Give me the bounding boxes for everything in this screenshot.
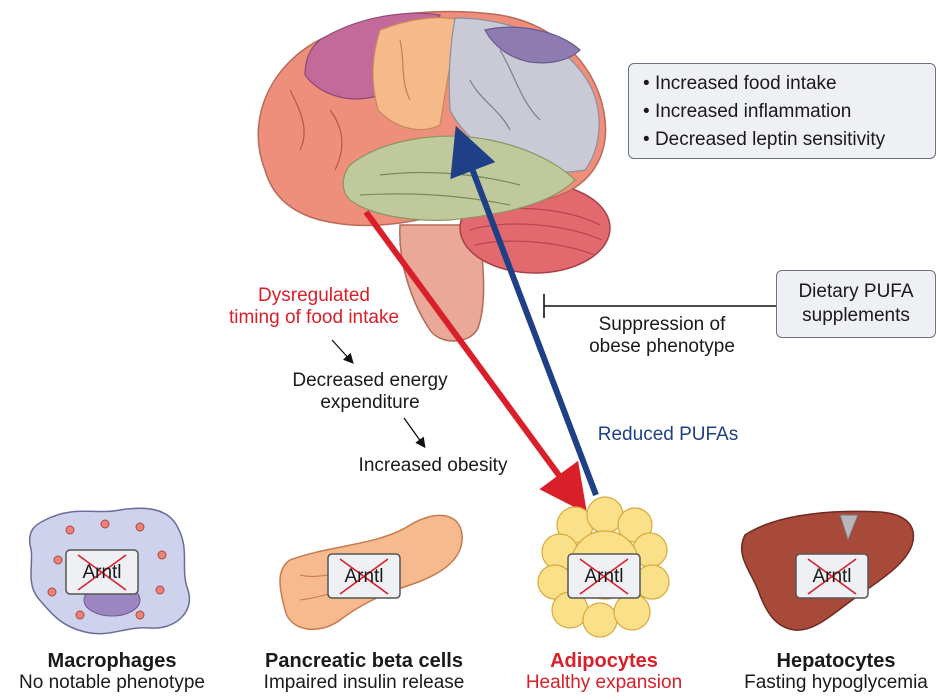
arntl-label: Arntl — [812, 566, 852, 587]
pufa-box-line1: Dietary PUFA — [798, 281, 914, 302]
occipital-purple — [484, 26, 581, 64]
arntl-knockout-boxes — [65, 549, 869, 599]
cell-caption-macrophages: Macrophages No notable phenotype — [19, 650, 205, 693]
premotor-orange — [372, 17, 461, 131]
black-arrow-1 — [331, 339, 354, 364]
pufa-box-line2: supplements — [802, 305, 910, 326]
arntl-label: Arntl — [584, 566, 624, 587]
obesity-label: Increased obesity — [358, 455, 508, 476]
effect-item: • Increased inflammation — [643, 101, 852, 122]
suppression-label: Suppression of obese phenotype — [589, 314, 735, 357]
cell-caption-hepatocytes: Hepatocytes Fasting hypoglycemia — [744, 650, 928, 693]
energy-expenditure-label: Decreased energy expenditure — [292, 370, 448, 413]
arntl-label: Arntl — [82, 562, 122, 583]
red-arrow-brain-to-adipocytes — [363, 210, 588, 514]
reduced-pufas-label: Reduced PUFAs — [597, 424, 739, 445]
black-arrow-2 — [403, 417, 426, 449]
dysregulated-label: Dysregulated timing of food intake — [228, 285, 400, 328]
blue-arrow-adipocytes-to-brain — [450, 125, 599, 497]
dietary-pufa-box: Dietary PUFA supplements — [776, 270, 936, 338]
effect-item: • Decreased leptin sensitivity — [643, 129, 886, 150]
effects-box: • Increased food intake • Increased infl… — [628, 63, 936, 159]
cell-caption-adipocytes: Adipocytes Healthy expansion — [525, 650, 683, 693]
effect-item: • Increased food intake — [643, 73, 837, 94]
arntl-label: Arntl — [344, 566, 384, 587]
cell-caption-pancreatic-beta: Pancreatic beta cells Impaired insulin r… — [263, 650, 465, 693]
